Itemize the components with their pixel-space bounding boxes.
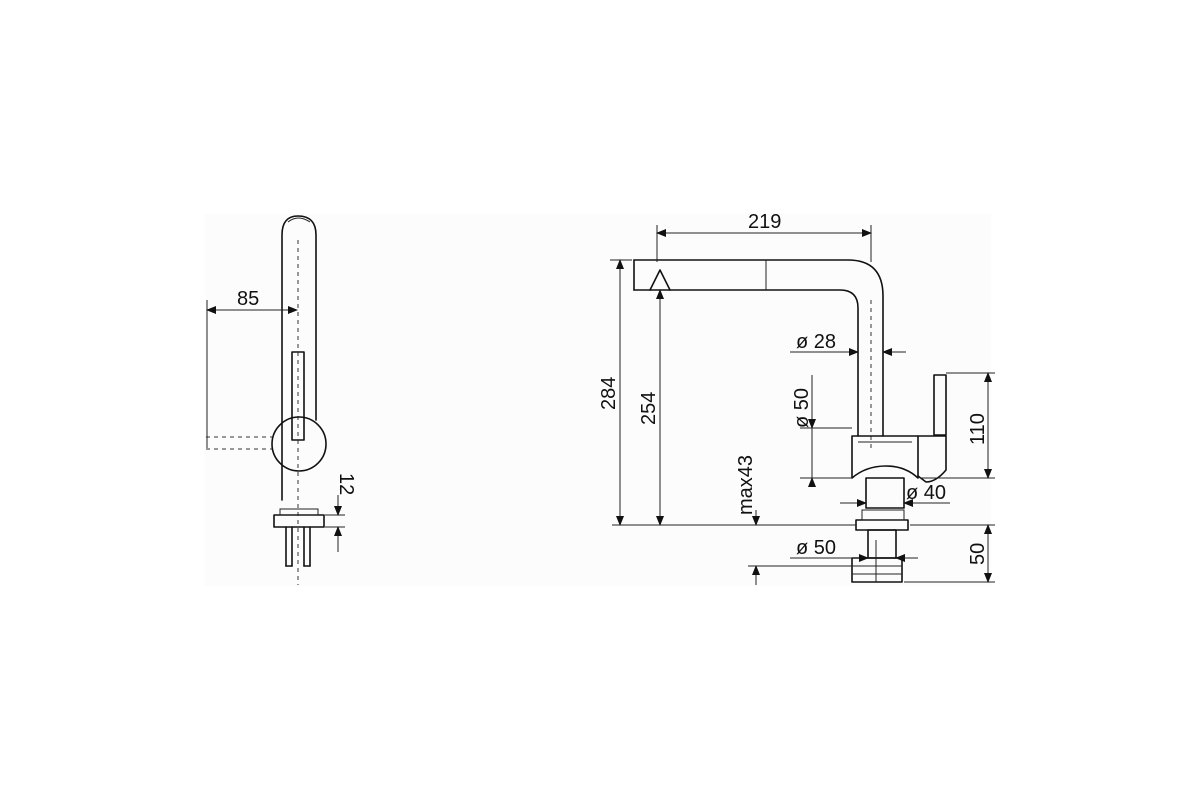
dim-label-max43: max43 [735,455,757,515]
dim-label-ø28: ø 28 [796,331,836,353]
side-spout-tube [281,215,317,501]
dim-label-shank-50: 50 [967,543,989,565]
side-body-circle [271,416,327,472]
dim-label-254: 254 [638,392,660,425]
front-spout [633,259,884,437]
front-body [851,435,919,479]
dim-label-110: 110 [967,413,989,445]
drawing-panel [205,214,991,586]
dim-label-85: 85 [237,288,259,310]
front-view: 219 284 254 ø 28 ø 50 110 ø 40 max43 [598,211,995,585]
dim-label-ø40: ø 40 [906,482,946,504]
dim-label-284: 284 [598,377,620,410]
dim-label-12: 12 [335,473,357,495]
front-outlet-aerator [649,269,671,291]
front-lever [933,374,947,436]
dim-label-base-ø50: ø 50 [796,537,836,559]
dim-label-body-ø50: ø 50 [791,388,813,428]
side-view: 85 12 [206,215,357,585]
dim-label-219: 219 [748,211,781,233]
